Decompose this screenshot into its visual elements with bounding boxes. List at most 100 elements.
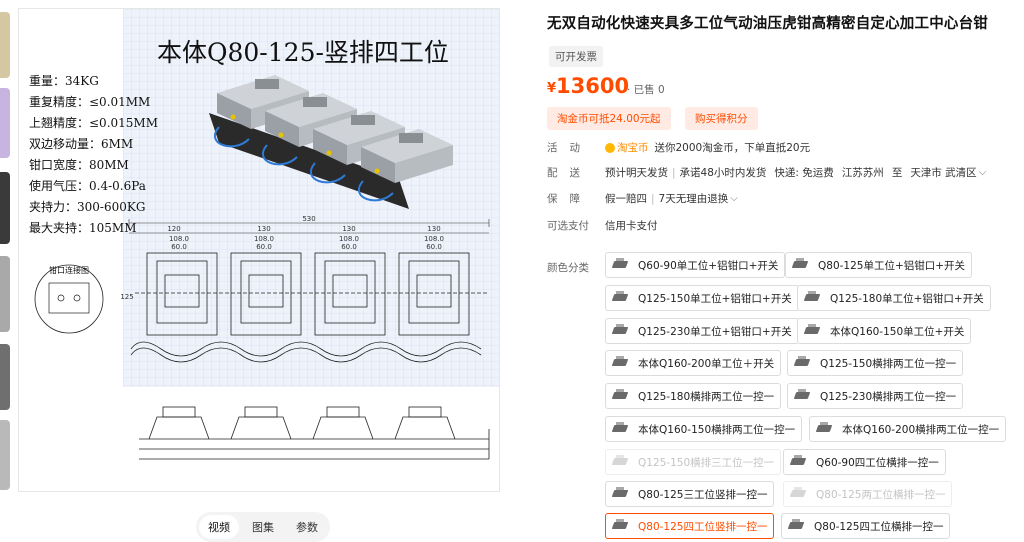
spec-line: 重复精度：≤0.01MM: [29, 94, 150, 109]
variant-thumb-icon: [802, 290, 824, 306]
variant-option[interactable]: Q125-230横排两工位一控一: [787, 383, 964, 409]
spec-line: 上翘精度：≤0.015MM: [29, 115, 158, 130]
variant-option[interactable]: 本体Q160-200横排两工位一控一: [809, 416, 1007, 442]
dimension-label: 108.0: [169, 235, 189, 243]
shipping-origin: 江苏苏州: [841, 167, 884, 179]
dimension-label: 108.0: [424, 235, 444, 243]
variant-thumb-icon: [792, 388, 814, 404]
dimension-label: 130: [427, 225, 440, 233]
top-view-drawing: [130, 252, 489, 363]
variant-option[interactable]: 本体Q160-150单工位+开关: [797, 318, 972, 344]
spec-line: 双边移动量：6MM: [29, 137, 133, 151]
product-info-panel: 无双自动化快速夹具多工位气动油压虎钳高精密自定心加工中心台钳 可开发票 ¥136…: [547, 0, 1021, 542]
variant-option[interactable]: Q60-90单工位+铝钳口+开关: [605, 252, 786, 278]
variant-option[interactable]: Q80-125两工位横排一控一: [783, 481, 953, 507]
variant-thumb-icon: [610, 355, 632, 371]
variant-thumb-icon: [610, 290, 632, 306]
thumbnail[interactable]: [0, 344, 10, 410]
shipping-row: 配送 预计明天发货 | 承诺48小时内发货 快递: 免运费 江苏苏州 至 天津市…: [547, 166, 987, 180]
activity-text: 送你2000淘金币，下单直抵20元: [654, 142, 811, 154]
thumbnail[interactable]: [0, 88, 10, 158]
coin-icon: [605, 142, 615, 153]
product-price: ¥13600: [547, 74, 629, 98]
payment-text: 信用卡支付: [605, 220, 658, 232]
variant-option[interactable]: Q80-125单工位+铝钳口+开关: [785, 252, 973, 278]
guarantee-row: 保障 假一赔四 | 7天无理由退换 ⌵: [547, 192, 738, 206]
side-view-drawing: [139, 406, 490, 460]
price-value: 13600: [556, 74, 630, 98]
tab-video[interactable]: 视频: [199, 515, 239, 539]
guarantee-fake: 假一赔四: [605, 193, 647, 205]
main-product-image[interactable]: 本体Q80-125-竖排四工位 重量：34KG 重复精度：≤0.01MM 上翘精…: [18, 8, 500, 492]
tab-gallery[interactable]: 图集: [252, 521, 274, 534]
variant-option[interactable]: Q125-180横排两工位一控一: [605, 383, 782, 409]
variant-thumb-icon: [786, 518, 808, 534]
vise-render: [209, 75, 453, 209]
thumbnail[interactable]: [0, 256, 10, 332]
dimension-label: 530: [302, 215, 315, 223]
variant-option[interactable]: Q125-230单工位+铝钳口+开关: [605, 318, 799, 344]
dimension-label: 60.0: [426, 243, 442, 251]
guarantee-label: 保障: [547, 193, 592, 205]
variant-thumb-icon: [814, 421, 836, 437]
image-title: 本体Q80-125-竖排四工位: [157, 38, 449, 67]
variant-thumb-icon: [610, 257, 632, 273]
product-title: 无双自动化快速夹具多工位气动油压虎钳高精密自定心加工中心台钳: [547, 16, 988, 32]
shipping-label: 配送: [547, 167, 592, 179]
points-badge[interactable]: 购买得积分: [685, 107, 758, 130]
variant-thumb-icon: [610, 486, 632, 502]
variant-thumb-icon: [610, 454, 632, 470]
guarantee-return[interactable]: 7天无理由退换: [658, 193, 729, 205]
variant-thumb-icon: [802, 323, 824, 339]
activity-row: 活动 淘宝币 送你2000淘金币，下单直抵20元: [547, 140, 810, 155]
jaw-connection-inset: 钳口连接图: [34, 264, 104, 334]
dimension-label: 130: [342, 225, 355, 233]
shipping-destination[interactable]: 天津市 武清区: [910, 167, 977, 179]
dimension-label: 108.0: [339, 235, 359, 243]
thumbnail[interactable]: [0, 172, 10, 244]
price-currency: ¥: [547, 81, 557, 96]
variant-option[interactable]: Q125-180单工位+铝钳口+开关: [797, 285, 991, 311]
invoice-badge: 可开发票: [549, 46, 603, 67]
spec-line: 夹持力：300-600KG: [29, 199, 145, 214]
shipping-eta: 预计明天发货: [605, 167, 668, 179]
variant-label: 颜色分类: [547, 262, 589, 274]
activity-label: 活动: [547, 142, 592, 154]
thumbnail[interactable]: [0, 12, 10, 78]
variant-thumb-icon: [610, 421, 632, 437]
dimension-label: 60.0: [341, 243, 357, 251]
tab-params[interactable]: 参数: [296, 521, 318, 534]
shipping-fee: 快递: 免运费: [774, 167, 834, 179]
variant-option[interactable]: 本体Q160-150横排两工位一控一: [605, 416, 803, 442]
dimension-label: 60.0: [171, 243, 187, 251]
variant-option[interactable]: Q80-125四工位竖排一控一: [605, 513, 775, 539]
thumbnail-strip: [0, 0, 10, 542]
chevron-down-icon[interactable]: ⌵: [730, 193, 738, 204]
dimension-label: 120: [167, 225, 180, 233]
spec-line: 最大夹持：105MM: [29, 220, 136, 235]
variant-option[interactable]: Q125-150横排三工位一控一: [605, 449, 782, 475]
dimension-label: 125: [120, 293, 133, 301]
shipping-to: 至: [891, 167, 903, 179]
chevron-down-icon[interactable]: ⌵: [978, 167, 987, 178]
spec-line: 重量：34KG: [29, 74, 99, 88]
variant-thumb-icon: [788, 486, 810, 502]
dimension-label: 108.0: [254, 235, 274, 243]
shipping-promise: 承诺48小时内发货: [679, 167, 767, 179]
coin-coupon-badge[interactable]: 淘金币可抵24.00元起: [547, 107, 671, 130]
gallery-tabs: 视频 图集 参数: [196, 512, 330, 542]
inset-label: 钳口连接图: [49, 265, 89, 275]
variant-thumb-icon: [792, 355, 814, 371]
variant-thumb-icon: [610, 518, 632, 534]
variant-option[interactable]: Q125-150横排两工位一控一: [787, 350, 964, 376]
variant-option[interactable]: Q60-90四工位横排一控一: [783, 449, 946, 475]
coin-label: 淘宝币: [617, 142, 649, 154]
payment-label: 可选支付: [547, 220, 589, 232]
dimension-label: 130: [257, 225, 270, 233]
variant-option[interactable]: 本体Q160-200单工位＋开关: [605, 350, 782, 376]
variant-option[interactable]: Q80-125三工位竖排一控一: [605, 481, 775, 507]
thumbnail[interactable]: [0, 420, 10, 490]
variant-option[interactable]: Q125-150单工位+铝钳口+开关: [605, 285, 799, 311]
variant-option[interactable]: Q80-125四工位横排一控一: [781, 513, 951, 539]
variant-thumb-icon: [610, 323, 632, 339]
